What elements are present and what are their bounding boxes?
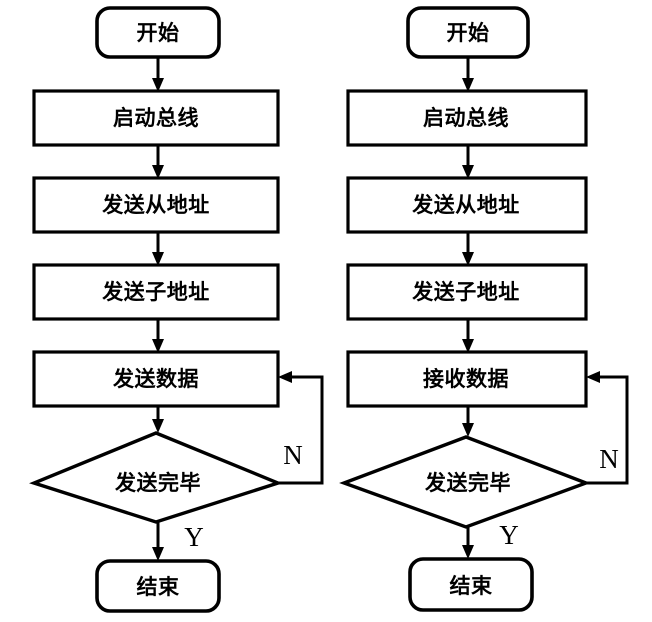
node-send-slave-address-right-label: 发送从地址: [411, 193, 520, 217]
connector-step4-to-decision: [152, 406, 164, 433]
connector-start-to-step1-right: [462, 57, 474, 92]
node-end: 结束: [95, 559, 221, 613]
connector-step3-to-step4-right: [462, 318, 474, 353]
node-receive-data: 接收数据: [346, 350, 588, 408]
node-send-complete-decision-label: 发送完毕: [114, 471, 201, 495]
connector-decision-yes-to-end-right: [462, 527, 474, 559]
connector-step1-to-step2-right: [462, 145, 474, 179]
node-send-sub-address-right-label: 发送子地址: [411, 280, 520, 304]
branch-label-no-right: N: [599, 444, 619, 474]
node-start-bus-label: 启动总线: [113, 106, 199, 130]
node-send-slave-address-right: 发送从地址: [346, 176, 588, 234]
connector-step2-to-step3: [152, 232, 164, 266]
node-start-label: 开始: [137, 21, 180, 45]
node-start-right-label: 开始: [447, 21, 490, 45]
node-send-complete-decision-right-label: 发送完毕: [424, 471, 511, 495]
connector-step1-to-step2: [152, 145, 164, 179]
node-start-bus-right-label: 启动总线: [423, 106, 509, 130]
node-send-data-label: 发送数据: [112, 367, 199, 391]
connector-decision-no-loopback-right: [586, 371, 629, 485]
node-send-slave-address-label: 发送从地址: [101, 193, 210, 217]
connector-start-to-step1: [152, 57, 164, 92]
connector-decision-no-loopback: [278, 371, 324, 485]
node-send-sub-address-right: 发送子地址: [346, 263, 588, 321]
node-start-bus: 启动总线: [32, 89, 280, 147]
chart-receive-flow: 开始 启动总线 发送从地址 发送子地址 接收数据: [339, 6, 629, 612]
node-send-slave-address: 发送从地址: [32, 176, 280, 234]
node-send-sub-address-label: 发送子地址: [101, 280, 210, 304]
node-start: 开始: [95, 6, 221, 59]
branch-label-yes-right: Y: [499, 520, 519, 550]
connector-step4-to-decision-right: [462, 406, 474, 437]
node-send-complete-decision-right: 发送完毕: [339, 435, 591, 529]
node-receive-data-label: 接收数据: [423, 367, 509, 391]
branch-label-yes: Y: [184, 522, 204, 552]
node-send-complete-decision: 发送完毕: [29, 431, 283, 524]
connector-step2-to-step3-right: [462, 232, 474, 266]
node-send-sub-address: 发送子地址: [32, 263, 280, 321]
node-end-label: 结束: [137, 575, 180, 599]
chart-send-flow: 开始 启动总线 发送从地址 发送子地址 发送数据: [29, 6, 324, 613]
node-start-right: 开始: [406, 6, 530, 59]
node-end-right-label: 结束: [450, 574, 493, 598]
node-send-data: 发送数据: [32, 350, 280, 408]
branch-label-no: N: [283, 440, 303, 470]
node-start-bus-right: 启动总线: [346, 89, 588, 147]
connector-decision-yes-to-end: [152, 522, 164, 561]
node-end-right: 结束: [408, 557, 534, 612]
connector-step3-to-step4: [152, 318, 164, 353]
